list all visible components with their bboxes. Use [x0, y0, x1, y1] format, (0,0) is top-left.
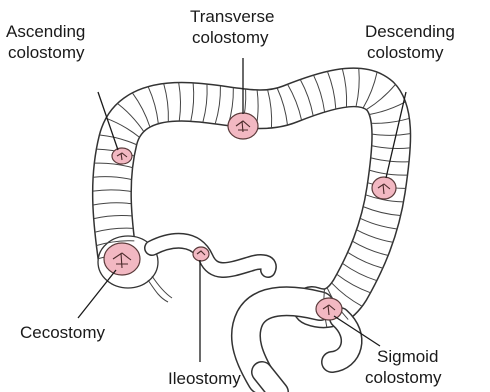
stoma-descending	[372, 177, 396, 199]
label-ascending-line2: colostomy	[8, 43, 85, 62]
label-transverse-line1: Transverse	[190, 7, 274, 26]
stoma-transverse	[228, 113, 258, 139]
label-ileostomy: Ileostomy	[168, 369, 241, 388]
stoma-sigmoid	[316, 298, 342, 320]
label-transverse-line2: colostomy	[192, 28, 269, 47]
stoma-cecostomy	[104, 243, 140, 275]
label-descending-line1: Descending	[365, 22, 455, 41]
label-cecostomy: Cecostomy	[20, 323, 106, 342]
label-sigmoid-line2: colostomy	[365, 368, 442, 387]
label-sigmoid-line1: Sigmoid	[377, 347, 438, 366]
label-descending-line2: colostomy	[367, 43, 444, 62]
stoma-ascending	[112, 148, 132, 164]
stoma-ileostomy	[193, 247, 209, 261]
label-ascending-line1: Ascending	[6, 22, 85, 41]
